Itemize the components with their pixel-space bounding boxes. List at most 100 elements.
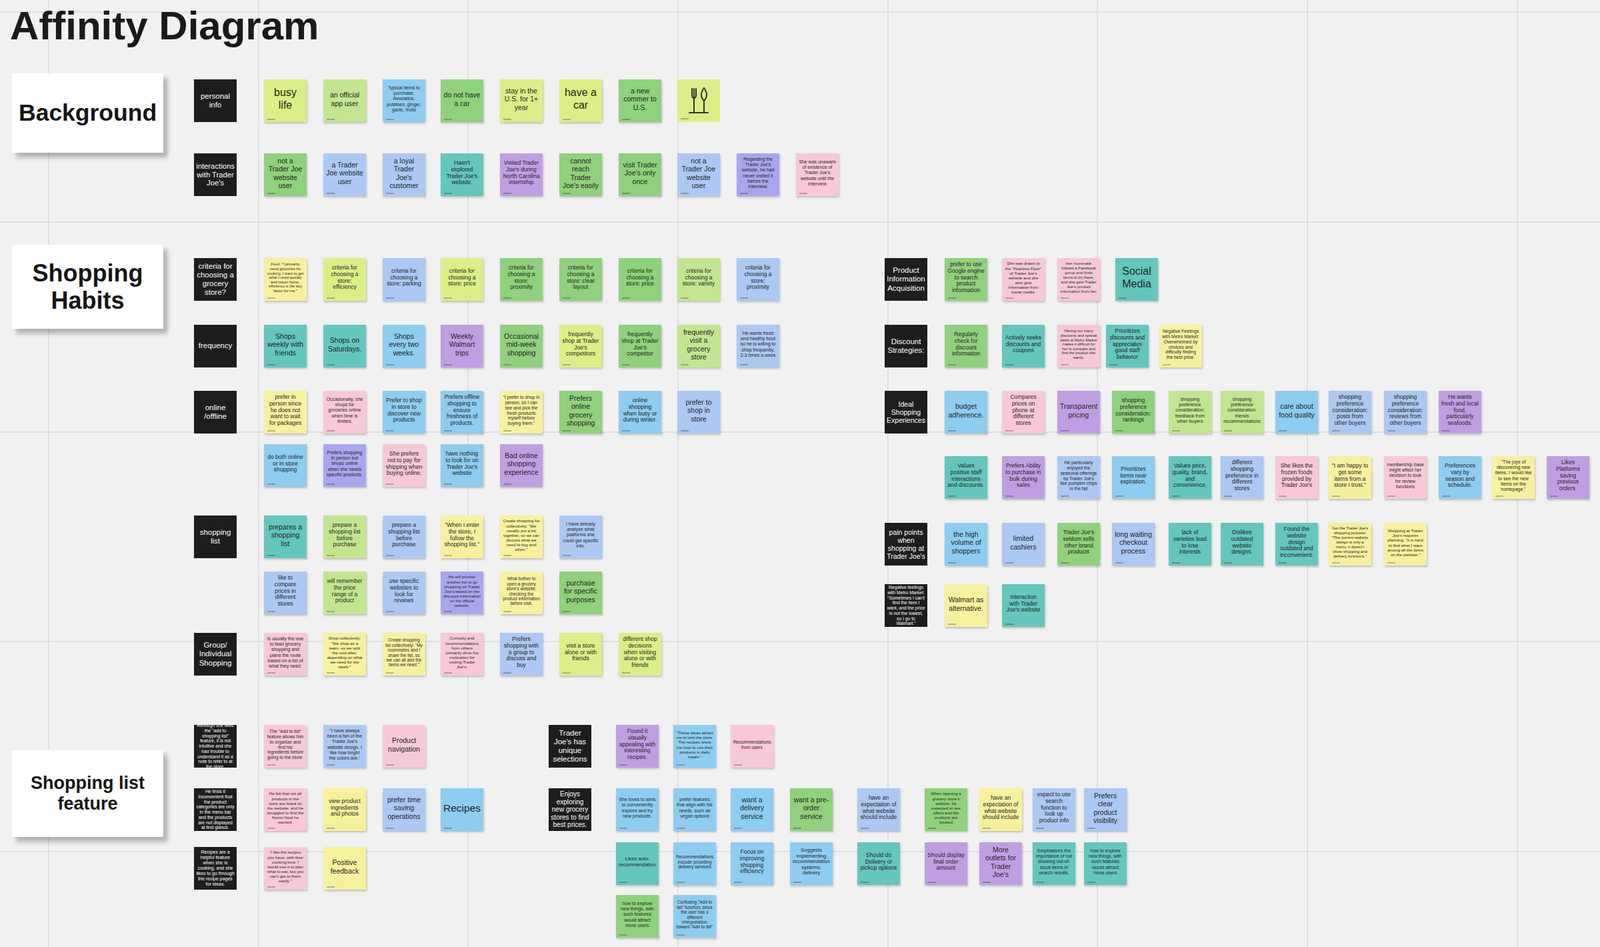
sticky-note: shopping preference consideration: frien… xyxy=(1220,390,1264,434)
sticky-note: He particularly enjoyed the seasonal off… xyxy=(1057,456,1100,499)
note-text: use specific websites to look for review… xyxy=(385,578,423,604)
note-text: online shopping when busy or during wint… xyxy=(621,397,659,424)
sticky-note: Prioritizes items near expiration. xyxy=(1112,456,1155,499)
sticky-note: prepare a shopping list before purchase xyxy=(323,515,366,558)
note-text: frequently shop at Trader Joe's competit… xyxy=(621,331,659,358)
sticky-note: visit a store alone or with friends xyxy=(559,632,602,676)
note-text: want a pre-order service xyxy=(792,795,830,820)
sticky-note: shopping preference consideration: feedb… xyxy=(1168,390,1212,434)
category-text: criteria for choosing a grocery store? xyxy=(196,262,235,298)
category-text: frequency xyxy=(196,341,235,350)
sticky-note: Confusing "Add to list" function, since … xyxy=(673,894,716,938)
category-text: pain points when shopping at Trader Joe'… xyxy=(886,528,926,560)
sticky-note: Get the Trader Joe's shopping process: "… xyxy=(1328,522,1372,566)
note-text: "I like the recipes you have, with their… xyxy=(266,849,304,883)
sticky-note: Prioritizes discounts and appreciates go… xyxy=(1106,324,1149,368)
note-text: Values positive staff interactions and d… xyxy=(947,462,985,489)
sticky-note: The "Add to list" feature allows him to … xyxy=(264,724,307,768)
note-text: prepare a shopping list before purchase xyxy=(326,522,364,548)
sticky-note: prepare a shopping list before purchase xyxy=(382,515,426,558)
note-text: She prefers not to pay for shipping when… xyxy=(385,450,423,477)
sticky-note: criteria for choosing a store: proximity xyxy=(736,258,780,301)
sticky-note: shopping preference consideration: ranki… xyxy=(1112,390,1155,434)
sticky-note: When opening a grocery store's website, … xyxy=(924,788,968,831)
sticky-note: use specific websites to look for review… xyxy=(382,571,426,614)
sticky-note: purchase for specific purposes xyxy=(559,571,602,614)
section-title: Background xyxy=(18,99,157,127)
category-label: Negative feelings with Metro Market: "So… xyxy=(884,584,928,627)
note-text: Recommendations include providing delive… xyxy=(676,854,714,870)
note-text: limited cashiers xyxy=(1004,534,1042,550)
category-label: criteria for choosing a grocery store? xyxy=(194,258,237,301)
note-text: She loves to aims to conveniently explor… xyxy=(618,796,656,818)
note-text: What bother to open a grocery store's we… xyxy=(502,576,540,606)
sticky-note: Negative Feelings with Metro Market: Ove… xyxy=(1159,324,1202,368)
sticky-note: prefer time saving operations xyxy=(382,788,426,831)
sticky-note: how to explore new things, with such fea… xyxy=(616,894,659,938)
note-text: Positive feedback xyxy=(326,858,364,874)
sticky-note: Prefers shopping with a group to discuss… xyxy=(500,632,543,676)
note-text: prepares a shopping list xyxy=(266,522,304,547)
note-text: Prefer to shop in store to discover new … xyxy=(385,397,423,424)
note-text: view product ingredients and photos xyxy=(326,798,364,818)
sticky-note: different shop decisions when visiting a… xyxy=(618,632,662,676)
sticky-note: Recipes xyxy=(440,788,484,831)
note-text: an official app user xyxy=(326,90,364,107)
note-text: shopping preference consideration: feedb… xyxy=(1171,396,1209,424)
sticky-note: Recommendations from users xyxy=(730,724,774,768)
sticky-note: an official app user xyxy=(323,79,366,122)
sticky-note: not a Trader Joe website user xyxy=(677,153,720,196)
category-label: Enjoys exploring new grocery stores to f… xyxy=(548,788,592,831)
category-label: frequency xyxy=(194,324,237,368)
sticky-note: Emphasizes the importance of not showing… xyxy=(1032,842,1076,885)
note-text: criteria for choosing a store: price xyxy=(621,268,659,288)
sticky-note: want a pre-order service xyxy=(790,788,833,831)
note-text: Found the website design outdated and in… xyxy=(1278,526,1316,559)
category-label: online /offline xyxy=(194,390,237,434)
note-text: Recommendations from users xyxy=(733,739,771,750)
note-text: have nothing to look for on Trader Joe's… xyxy=(443,450,481,477)
sticky-note: "I have always been a fan of the Trader … xyxy=(323,724,366,768)
sticky-note: Hasn't explored Trader Joe's website. xyxy=(440,153,484,196)
note-text: Transparent pricing xyxy=(1060,402,1098,418)
sticky-note: do both online or in store shopping xyxy=(264,444,307,487)
sticky-note: Focus on improving shopping efficiency xyxy=(730,842,774,885)
note-text: criteria for choosing a store: proximity xyxy=(739,264,777,291)
note-text: do both online or in store shopping xyxy=(266,454,304,474)
sticky-note: criteria for choosing a store: efficienc… xyxy=(323,258,366,301)
sticky-note: He will provide another list to go shopp… xyxy=(440,571,484,614)
sticky-note: view product ingredients and photos xyxy=(323,788,366,831)
note-text: Dislikes outdated website designs. xyxy=(1223,529,1261,556)
note-text: Confusing "Add to list" function, since … xyxy=(676,899,714,930)
note-text: Compares prices on phone at different st… xyxy=(1004,394,1042,427)
category-label: Recipes are a helpful feature when she i… xyxy=(194,846,237,890)
sticky-note: have an expectation of what website shou… xyxy=(979,788,1022,831)
note-text: Suggests implementing recommendation sys… xyxy=(792,847,830,876)
sticky-note: expect to use search function to look up… xyxy=(1032,788,1076,831)
note-text: She likes the frozen foods provided by T… xyxy=(1278,462,1316,489)
sticky-note: Shops every two weeks. xyxy=(382,324,426,368)
sticky-note: lack of varieties lead to lose interests xyxy=(1168,522,1212,566)
category-label: Ideal Shopping Experiences xyxy=(884,390,928,434)
note-text: shopping preference consideration: frien… xyxy=(1223,396,1261,424)
sticky-note: criteria for choosing a store: variety xyxy=(677,258,720,301)
sticky-note: Prefers Ability to purchase in bulk duri… xyxy=(1002,456,1045,499)
note-text: Occasional mid-week shopping xyxy=(502,332,540,356)
note-text: frequently visit a grocery store xyxy=(680,328,718,360)
note-text: Weekly Walmart trips xyxy=(443,332,481,356)
note-text: Found it visually appealing with interes… xyxy=(618,728,656,761)
sticky-note: Bad online shopping experience xyxy=(500,444,543,487)
note-text: criteria for choosing a store: price xyxy=(443,268,481,288)
sticky-note: frequently shop at Trader Joe's competit… xyxy=(559,324,602,368)
note-text: Create shopping list collectively: "My r… xyxy=(385,637,423,668)
sticky-note: Prefers shopping in person but shops onl… xyxy=(323,444,366,487)
note-text: busy life xyxy=(266,86,304,112)
sticky-note: Regarding the Trader Joe's website, he h… xyxy=(736,153,780,196)
category-text: Although she liked the "add to shopping … xyxy=(196,724,235,768)
sticky-note: She was unaware of existence of Trader J… xyxy=(796,153,839,196)
sticky-note: Her roommate follows a Facebook group an… xyxy=(1057,258,1100,301)
category-label: He finds it inconvenient that the produc… xyxy=(194,788,237,831)
note-text: Product navigation xyxy=(385,736,423,752)
note-text: Values price, quality, brand, and conven… xyxy=(1171,462,1209,489)
